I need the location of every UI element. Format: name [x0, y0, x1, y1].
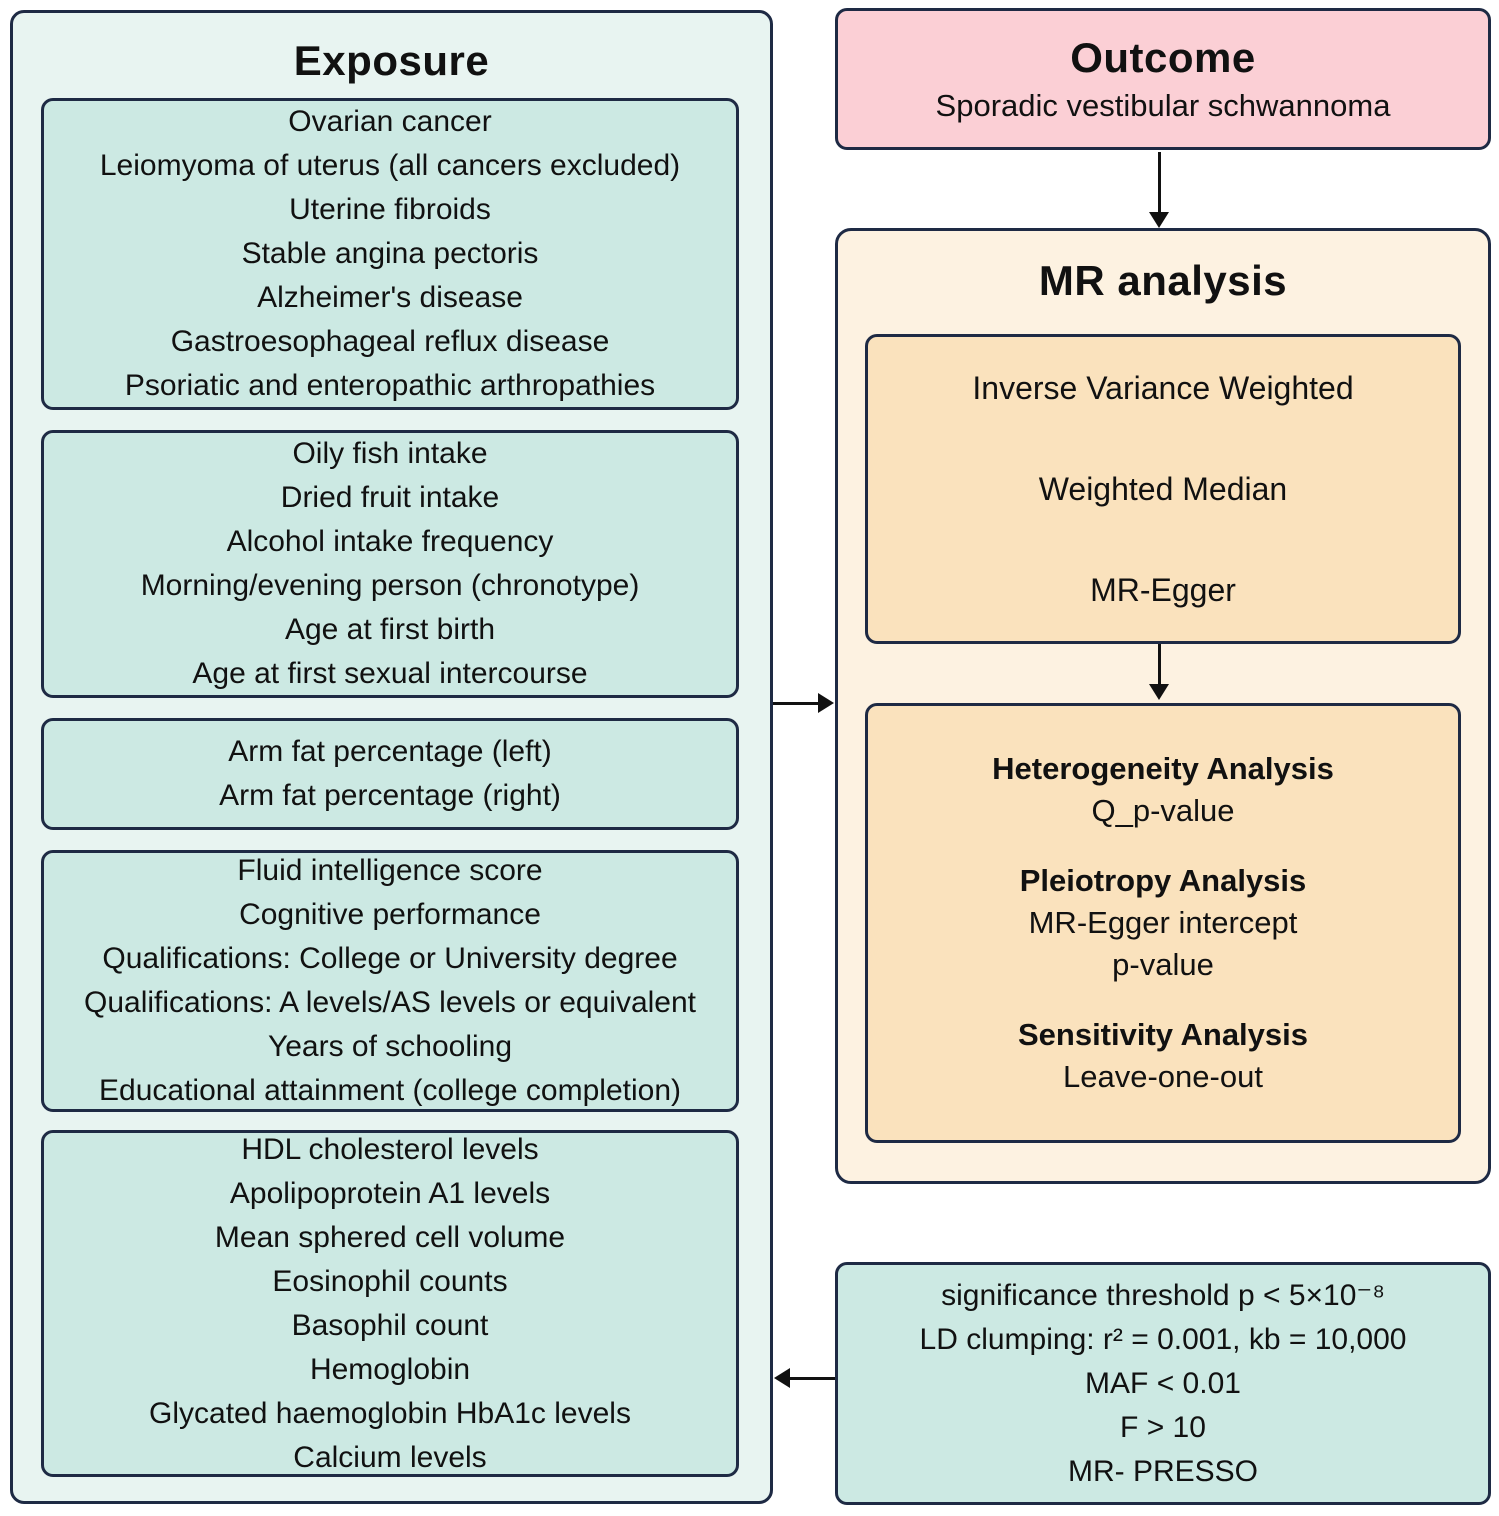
exposure-item: Apolipoprotein A1 levels	[229, 1176, 551, 1210]
exposure-item: Age at first sexual intercourse	[192, 657, 588, 690]
exposure-item: Gastroesophageal reflux disease	[170, 325, 610, 358]
outcome-title: Outcome	[1070, 34, 1256, 81]
exposure-item: Leiomyoma of uterus (all cancers exclude…	[99, 149, 681, 182]
analysis-line: Q_p-value	[1091, 793, 1235, 828]
filter-line: significance threshold p < 5×10⁻⁸	[941, 1278, 1385, 1312]
exposure-item: Stable angina pectoris	[241, 237, 539, 270]
exposure-item: Ovarian cancer	[288, 105, 492, 138]
exposure-item: Mean sphered cell volume	[214, 1220, 566, 1254]
exposure-item: Alzheimer's disease	[257, 281, 523, 314]
heterogeneity-section: Heterogeneity Analysis Q_p-value	[992, 748, 1334, 832]
exposure-item: Eosinophil counts	[272, 1264, 508, 1298]
analysis-line: p-value	[1112, 947, 1214, 982]
exposure-item: Cognitive performance	[239, 898, 541, 931]
exposure-item: Arm fat percentage (left)	[228, 735, 552, 768]
exposure-item: HDL cholesterol levels	[241, 1132, 539, 1166]
mr-analysis-title: MR analysis	[1038, 257, 1288, 304]
mr-method-item: MR-Egger	[1090, 572, 1236, 609]
filter-line: F > 10	[1120, 1410, 1206, 1444]
sensitivity-section: Sensitivity Analysis Leave-one-out	[1018, 1014, 1308, 1098]
analysis-line: Leave-one-out	[1063, 1059, 1263, 1094]
exposure-item: Uterine fibroids	[289, 193, 491, 226]
exposure-group-body-fat: Arm fat percentage (left) Arm fat percent…	[41, 718, 739, 830]
exposure-item: Morning/evening person (chronotype)	[140, 569, 640, 602]
exposure-item: Psoriatic and enteropathic arthropathies	[124, 369, 656, 402]
exposure-item: Calcium levels	[293, 1440, 487, 1474]
outcome-panel: Outcome Sporadic vestibular schwannoma	[835, 8, 1491, 150]
pleiotropy-section: Pleiotropy Analysis MR-Egger intercept p-…	[1020, 860, 1307, 986]
exposure-item: Glycated haemoglobin HbA1c levels	[149, 1396, 631, 1430]
sensitivity-heading: Sensitivity Analysis	[1017, 1017, 1309, 1052]
exposure-title: Exposure	[293, 37, 490, 84]
filters-box: significance threshold p < 5×10⁻⁸ LD clum…	[835, 1262, 1491, 1505]
pleiotropy-heading: Pleiotropy Analysis	[1019, 863, 1307, 898]
exposure-item: Fluid intelligence score	[237, 854, 543, 887]
exposure-item: Qualifications: College or University de…	[102, 942, 678, 975]
heterogeneity-heading: Heterogeneity Analysis	[992, 751, 1334, 786]
exposure-item: Hemoglobin	[309, 1352, 471, 1386]
filter-line: MR- PRESSO	[1067, 1454, 1259, 1488]
exposure-item: Years of schooling	[267, 1030, 513, 1063]
exposure-item: Arm fat percentage (right)	[219, 779, 561, 812]
mr-method-item: Inverse Variance Weighted	[972, 369, 1354, 406]
analysis-line: MR-Egger intercept	[1028, 905, 1298, 940]
exposure-item: Educational attainment (college completi…	[99, 1074, 681, 1107]
filter-line: LD clumping: r² = 0.001, kb = 10,000	[919, 1322, 1407, 1356]
filter-line: MAF < 0.01	[1085, 1366, 1241, 1400]
outcome-subtitle: Sporadic vestibular schwannoma	[935, 88, 1391, 123]
exposure-item: Qualifications: A levels/AS levels or eq…	[84, 986, 696, 1019]
mr-analyses-box: Heterogeneity Analysis Q_p-value Pleiotr…	[865, 703, 1461, 1143]
exposure-item: Oily fish intake	[292, 437, 488, 470]
exposure-item: Alcohol intake frequency	[226, 525, 554, 558]
exposure-item: Age at first birth	[284, 613, 496, 646]
exposure-item: Basophil count	[291, 1308, 489, 1342]
exposure-item: Dried fruit intake	[280, 481, 500, 514]
mr-method-item: Weighted Median	[1038, 470, 1288, 507]
